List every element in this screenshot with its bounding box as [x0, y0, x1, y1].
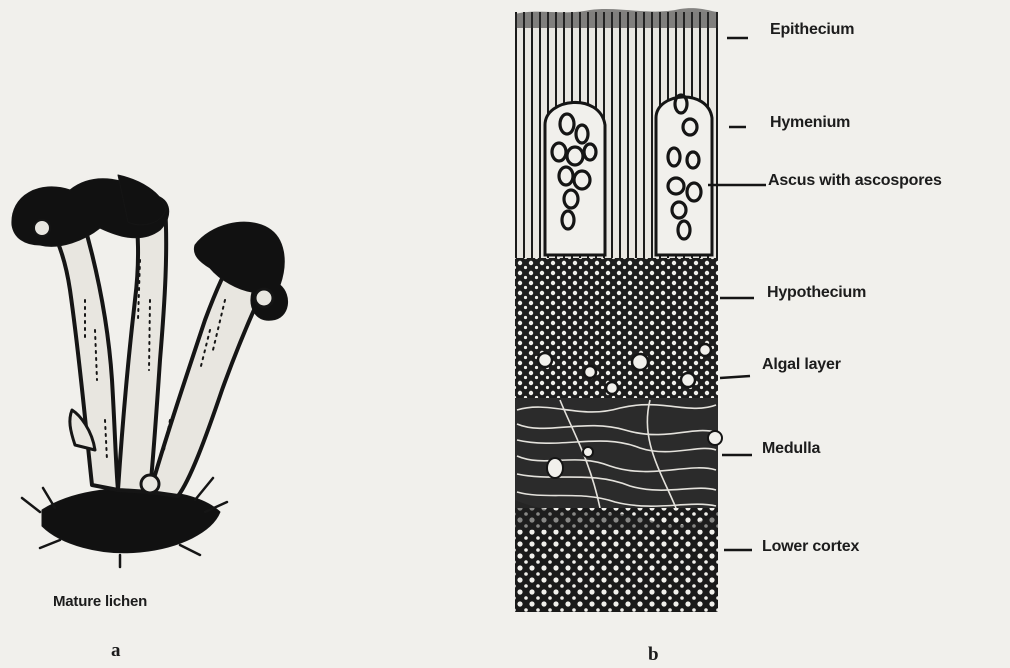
figure-letter-b: b [648, 644, 659, 666]
caption-mature-lichen: Mature lichen [53, 593, 147, 610]
label-epithecium: Epithecium [770, 21, 854, 39]
ascus-left [545, 102, 605, 255]
ascus-right [656, 95, 712, 255]
label-medulla: Medulla [762, 440, 820, 458]
epithecium-edge [515, 8, 718, 28]
label-ascus: Ascus with ascospores [768, 172, 942, 190]
label-lower-cortex: Lower cortex [762, 538, 859, 556]
pointer-algal-layer [720, 376, 750, 378]
label-hypothecium: Hypothecium [767, 284, 866, 302]
medulla-region [515, 398, 718, 508]
mature-lichen-drawing [12, 175, 288, 567]
label-algal-layer: Algal layer [762, 356, 841, 374]
figure-letter-a: a [111, 640, 121, 662]
label-hymenium: Hymenium [770, 114, 850, 132]
lichen-section-drawing [515, 8, 722, 612]
